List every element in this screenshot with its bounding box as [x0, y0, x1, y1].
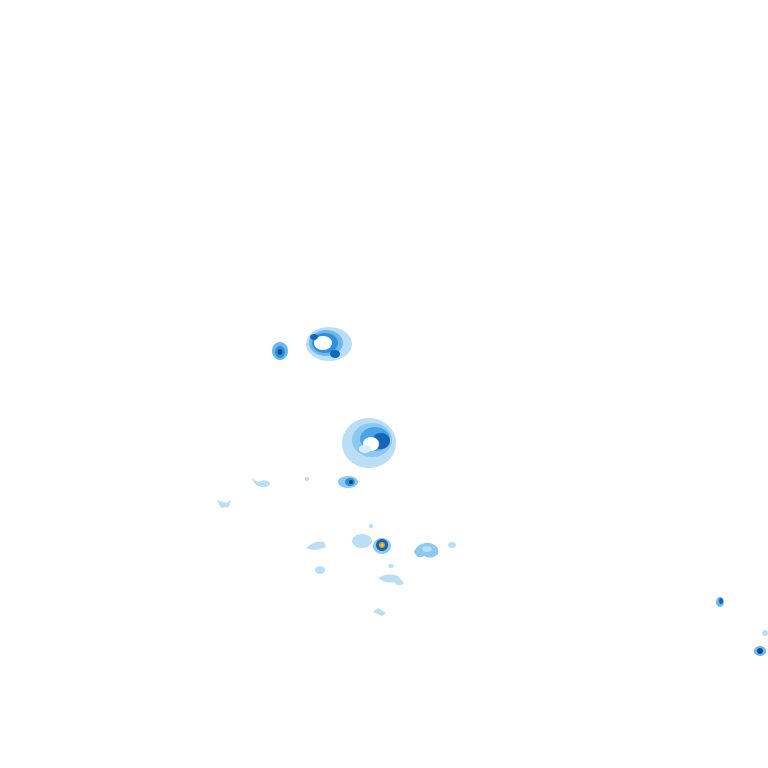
echo-cell-east-edge [716, 597, 768, 656]
echo-ring-north [306, 327, 352, 361]
echo-cell-mid [338, 476, 358, 488]
echo-cell-west [272, 342, 288, 360]
echo-cell-south-core [352, 524, 391, 554]
echo-cell-southeast [414, 542, 456, 558]
echo-ring-central [342, 418, 396, 468]
echo-scatter-south [306, 541, 404, 616]
echo-scatter-west [217, 477, 309, 508]
